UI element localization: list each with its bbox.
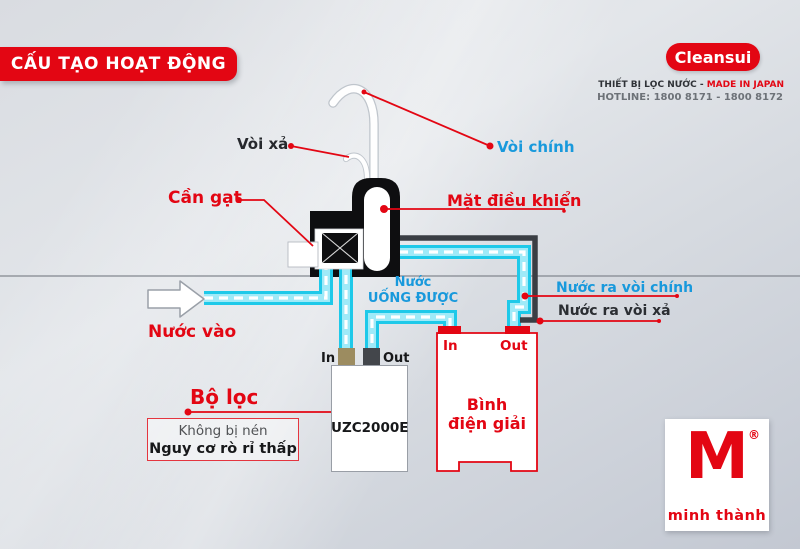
filter-note-box: Không bị nén Nguy cơ rò rỉ thấp xyxy=(147,418,299,461)
tank-out-connector xyxy=(505,326,530,334)
drain-spout xyxy=(342,152,371,182)
logo-name: minh thành xyxy=(667,508,767,524)
label-control-panel: Mặt điều khiển xyxy=(447,191,582,210)
water-in-arrow xyxy=(147,280,205,318)
hotline: HOTLINE: 1800 8171 - 1800 8172 xyxy=(597,92,783,103)
tank-out-label: Out xyxy=(500,338,528,354)
label-main-spout: Vòi chính xyxy=(497,138,575,156)
registered-mark: ® xyxy=(748,428,760,442)
label-filter-title: Bộ lọc xyxy=(190,385,259,409)
valve-box xyxy=(321,232,359,264)
annotation-lines xyxy=(184,89,679,416)
label-drinkable-water: Nước UỐNG ĐƯỢC xyxy=(367,275,459,306)
pipe-tank-to-faucet xyxy=(399,245,531,336)
label-drain-spout: Vòi xả xyxy=(237,135,289,153)
pipe-inlet xyxy=(204,260,333,305)
tank-in-connector xyxy=(438,326,461,334)
brand-tagline: THIẾT BỊ LỌC NƯỚC - MADE IN JAPAN xyxy=(598,80,784,90)
filter-unit-box xyxy=(331,365,408,472)
logo-letter: M xyxy=(685,420,749,494)
electrolysis-tank xyxy=(436,332,538,472)
filter-in-connector xyxy=(338,348,355,365)
filter-model: UZC2000E xyxy=(331,420,409,436)
filter-out-label: Out xyxy=(383,351,410,366)
label-out-drain: Nước ra vòi xả xyxy=(558,303,671,319)
pipe-filter-to-tank xyxy=(365,310,457,358)
title-banner: CẤU TẠO HOẠT ĐỘNG xyxy=(0,47,237,81)
page-title: CẤU TẠO HOẠT ĐỘNG xyxy=(10,54,227,74)
cleansui-logo: Cleansui xyxy=(666,43,760,71)
tank-name: Bình điện giải xyxy=(448,395,526,433)
label-water-in: Nước vào xyxy=(148,322,237,342)
filter-in-label: In xyxy=(321,351,336,366)
minh-thanh-logo: M ® minh thành xyxy=(665,419,769,531)
filter-out-connector xyxy=(363,348,380,365)
pipe-drain xyxy=(399,235,538,323)
tank-in-label: In xyxy=(443,338,458,354)
label-out-main: Nước ra vòi chính xyxy=(556,280,694,296)
lever-handle xyxy=(287,241,319,268)
made-in-japan: MADE IN JAPAN xyxy=(706,80,784,90)
label-lever: Cần gạt xyxy=(168,188,242,208)
control-panel-face xyxy=(364,187,390,271)
